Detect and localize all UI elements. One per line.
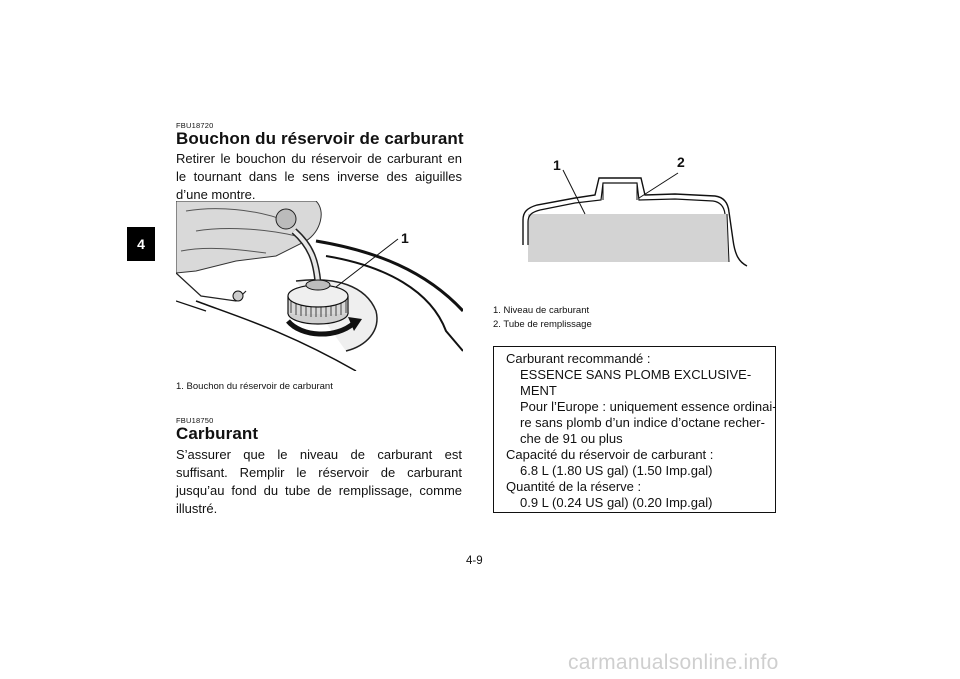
fuel-specs-line: MENT (520, 383, 557, 398)
chapter-tab: 4 (127, 227, 155, 261)
fuel-specs-line: re sans plomb d’un indice d’octane reche… (520, 415, 765, 430)
figure2-callout-2: 2 (677, 154, 685, 170)
fuel-specs-line: Carburant recommandé : (506, 351, 651, 366)
fuel-specs-line: Quantité de la réserve : (506, 479, 642, 494)
section1-title: Bouchon du réservoir de carburant (176, 129, 464, 148)
fuel-specs-line: 0.9 L (0.24 US gal) (0.20 Imp.gal) (520, 495, 713, 510)
figure1-caption: 1. Bouchon du réservoir de carburant (176, 381, 333, 392)
fuel-specs-line: Capacité du réservoir de carburant : (506, 447, 714, 462)
section2-code: FBU18750 (176, 416, 214, 425)
fuel-specs-line: ESSENCE SANS PLOMB EXCLUSIVE- (520, 367, 752, 382)
figure2-caption-2: 2. Tube de remplissage (493, 319, 592, 330)
figure2-callout-1: 1 (553, 157, 561, 173)
figure1-callout: 1 (401, 230, 409, 246)
fuel-specs-line: che de 91 ou plus (520, 431, 623, 446)
fuel-specs-box: Carburant recommandé : ESSENCE SANS PLOM… (493, 346, 777, 513)
section2-body: S’assurer que le niveau de carburant est… (176, 447, 462, 516)
section1-body: Retirer le bouchon du réservoir de carbu… (176, 151, 462, 202)
section2-title: Carburant (176, 424, 259, 443)
figure2-caption-1: 1. Niveau de carburant (493, 305, 590, 316)
watermark: carmanualsonline.info (568, 651, 779, 674)
section1-code: FBU18720 (176, 121, 214, 130)
fuel-cap-photo: 1 (176, 201, 463, 371)
fuel-specs-line: Pour l’Europe : uniquement essence ordin… (520, 399, 777, 414)
fuel-level-diagram: 1 2 (522, 154, 748, 267)
fuel-specs-line: 6.8 L (1.80 US gal) (1.50 Imp.gal) (520, 463, 713, 478)
page-number: 4-9 (466, 555, 483, 567)
